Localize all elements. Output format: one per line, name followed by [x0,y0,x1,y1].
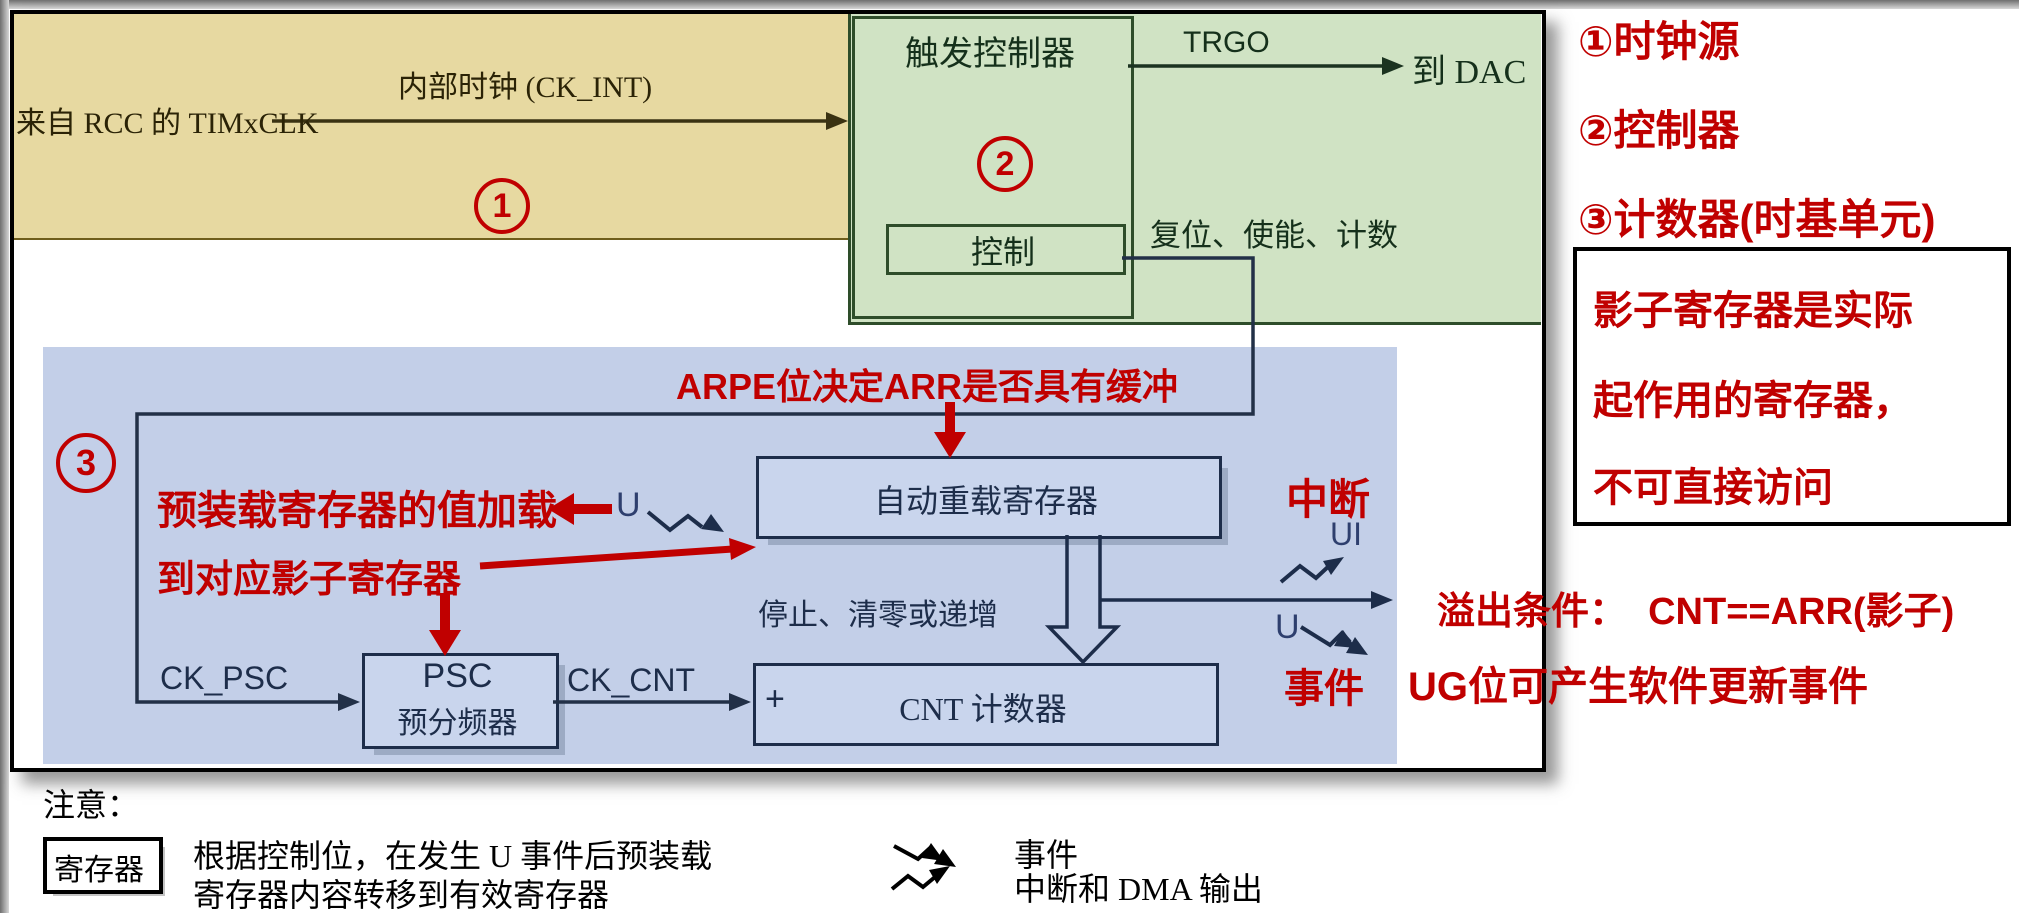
slide-left-edge [0,0,9,913]
counter-plus-sign: + [765,680,785,718]
register-legend-box [43,837,163,894]
legend-event-zigzag-icon [893,843,956,867]
ck-psc-label: CK_PSC [160,660,289,696]
footer-note-line1: 根据控制位，在发生 U 事件后预装载 [193,838,713,874]
side-note-counter: ③计数器(时基单元) [1578,196,1936,243]
trgo-label: TRGO [1183,26,1270,59]
psc-box-label-line2: 预分频器 [397,707,518,740]
interrupt-label: 中断 [1286,476,1371,523]
preload-annotation-line1: 预装载寄存器的值加载 [157,489,557,533]
ui-label: UI [1330,516,1362,552]
to-dac-label: 到 DAC [1412,54,1527,91]
timxclk-source-label: 来自 RCC 的 TIMxCLK [16,107,319,140]
shadow-note-line1: 影子寄存器是实际 [1593,289,1913,333]
legend-interrupt-zigzag-icon [890,866,950,891]
slide-top-edge [0,0,2019,9]
internal-clock-label: 内部时钟 (CK_INT) [398,71,653,104]
side-note-controller: ②控制器 [1578,107,1740,154]
preload-annotation-line2: 到对应影子寄存器 [157,559,462,601]
psc-box-label-line1: PSC [422,657,493,695]
badge-counter: 3 [56,433,116,493]
ck-cnt-label: CK_CNT [567,662,696,698]
overflow-condition-note: 溢出条件： CNT==ARR(影子) [1437,591,1955,633]
u-update-label: U [616,486,641,524]
badge-clock-source: 1 [474,178,530,234]
event-label: 事件 [1284,667,1364,711]
cnt-counter-label: CNT 计数器 [899,691,1067,727]
footer-note-line2: 寄存器内容转移到有效寄存器 [193,877,610,913]
arpe-annotation: ARPE位决定ARR是否具有缓冲 [676,366,1179,407]
note-title: 注意： [43,787,140,823]
ug-bit-note: UG位可产生软件更新事件 [1408,665,1868,709]
shadow-register-note-box [1573,247,2011,526]
u-event-label: U [1275,608,1300,646]
clock-source-region [14,14,850,240]
trigger-controller-title: 触发控制器 [905,36,1075,73]
shadow-note-line2: 起作用的寄存器， [1593,379,1913,423]
register-legend-label: 寄存器 [54,854,144,887]
auto-reload-register-label: 自动重载寄存器 [873,483,1098,519]
shadow-note-line3: 不可直接访问 [1593,466,1833,510]
legend-event-label: 事件 [1014,837,1079,873]
legend-interrupt-label: 中断和 DMA 输出 [1014,871,1263,907]
control-box-label: 控制 [970,234,1035,270]
badge-controller: 2 [977,136,1033,192]
stop-clear-increment-label: 停止、清零或递增 [758,599,998,632]
side-note-clock-source: ①时钟源 [1578,18,1740,65]
reset-enable-count-label: 复位、使能、计数 [1150,218,1398,253]
